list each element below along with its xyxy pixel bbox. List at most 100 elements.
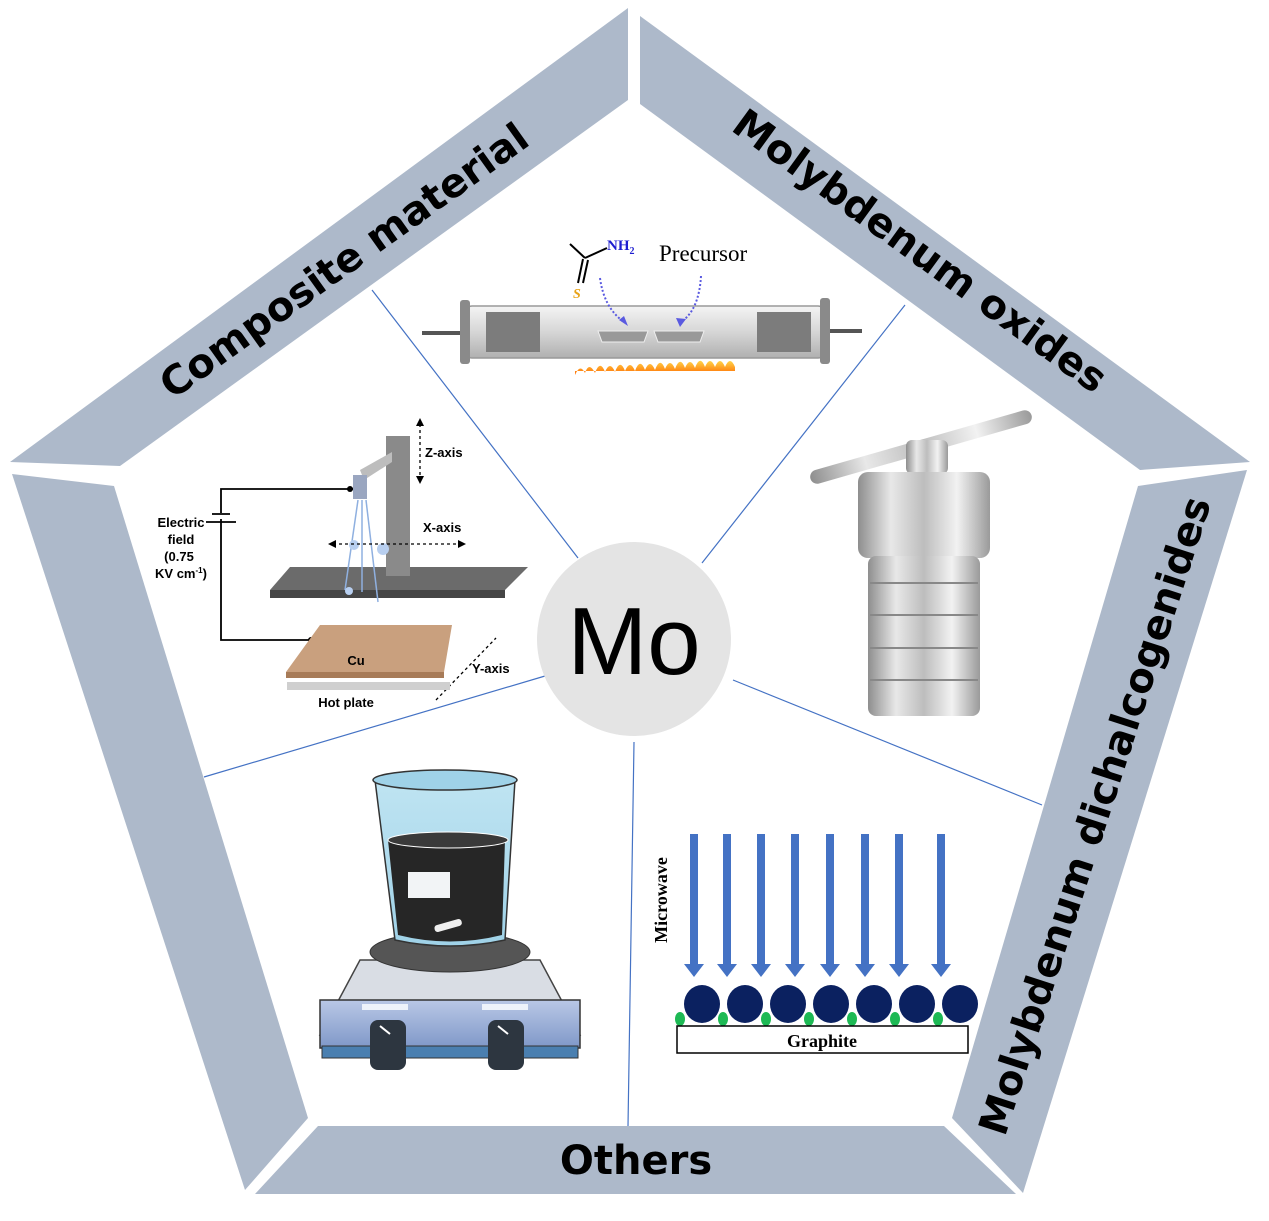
small-particle	[933, 1012, 943, 1026]
stirrer-display	[482, 1004, 528, 1010]
stir-bar	[434, 918, 462, 932]
arrowhead-2	[676, 318, 686, 327]
small-particle	[718, 1012, 728, 1026]
terminal-dot	[347, 486, 353, 492]
small-particle	[804, 1012, 814, 1026]
small-particle	[847, 1012, 857, 1026]
center-circle	[537, 542, 731, 736]
microwave-arrowhead	[751, 964, 771, 977]
microwave-arrowhead	[785, 964, 805, 977]
spoke-left	[203, 675, 546, 778]
tube-plug-left	[486, 312, 540, 352]
arrowhead	[416, 418, 424, 426]
circuit-wire	[220, 488, 353, 641]
stage-base-edge	[270, 590, 505, 598]
crucible-left	[597, 330, 649, 343]
microwave-arrowhead	[931, 964, 951, 977]
autoclave-cap	[858, 472, 990, 558]
stirrer-knob-right[interactable]	[488, 1020, 524, 1070]
microwave-arrow-shaft	[690, 834, 698, 966]
beaker-label	[408, 872, 450, 898]
thioacetamide-molecule: NH2 S	[569, 238, 635, 302]
precursor-label: Precursor	[659, 241, 747, 266]
label-dichalcogenides: Molybdenum dichalcogenides	[971, 491, 1221, 1140]
cu-label: Cu	[347, 653, 364, 668]
cu-substrate-edge	[286, 672, 444, 678]
microwave-arrow-shaft	[791, 834, 799, 966]
label-others: Others	[560, 1138, 712, 1184]
spoke-composite	[371, 289, 579, 559]
small-particle	[675, 1012, 685, 1026]
band-oxides	[640, 16, 1250, 470]
band-left	[12, 474, 308, 1190]
crucible-right	[653, 330, 705, 343]
knob-indicator	[497, 1025, 509, 1035]
mo-particle	[813, 985, 849, 1023]
tube-furnace-illustration: NH2 S Precursor	[422, 238, 862, 375]
arrowhead	[328, 540, 336, 548]
microwave-illustration: Graphite Microwave	[651, 834, 978, 1054]
small-particle	[761, 1012, 771, 1026]
y-axis-label: Y-axis	[472, 661, 510, 676]
mo-particle	[899, 985, 935, 1023]
microwave-arrowhead	[684, 964, 704, 977]
spoke-oxides	[701, 304, 906, 564]
microwave-arrow-shaft	[861, 834, 869, 966]
spoke-others	[627, 741, 635, 1127]
stirrer-body	[319, 999, 581, 1049]
stage-base	[270, 567, 528, 590]
tube-flange-left	[460, 300, 470, 364]
x-axis-label: X-axis	[423, 520, 461, 535]
spray-nozzle	[353, 475, 367, 499]
graphite-substrate	[676, 1025, 969, 1054]
tube-plug-right	[757, 312, 811, 352]
stirrer-illustration	[318, 769, 582, 1070]
microwave-arrows	[684, 834, 951, 977]
mo-particle	[684, 985, 720, 1023]
svg-text:field: field	[168, 532, 195, 547]
microwave-arrow-shaft	[895, 834, 903, 966]
stirrer-display	[362, 1004, 408, 1010]
autoclave-rings	[870, 582, 978, 681]
microwave-label: Microwave	[651, 857, 671, 943]
svg-text:(0.75: (0.75	[164, 549, 194, 564]
arrowhead	[416, 476, 424, 484]
arrowhead-1	[619, 316, 628, 326]
spoke-dichalcogenides	[732, 679, 1043, 806]
graphite-label: Graphite	[787, 1031, 857, 1051]
stage-arm	[360, 452, 392, 480]
droplet	[345, 587, 353, 595]
particle-row	[675, 985, 978, 1026]
arrowhead	[458, 540, 466, 548]
solution-surface	[387, 831, 509, 849]
knob-indicator	[379, 1025, 391, 1035]
svg-text:KV cm-1): KV cm-1)	[155, 566, 207, 581]
microwave-arrow-shaft	[757, 834, 765, 966]
center-label: Mo	[567, 588, 700, 695]
band-composite	[10, 8, 628, 466]
beaker-rim	[372, 769, 518, 791]
droplet	[349, 540, 359, 550]
cu-substrate	[286, 625, 452, 672]
droplet	[377, 543, 389, 555]
autoclave-illustration	[810, 410, 1032, 716]
electric-field-label: Electric field (0.75 KV cm-1)	[155, 515, 207, 581]
electrospray-illustration: Z-axis X-axis Y-axis Electric field (0.7…	[155, 418, 528, 710]
mo-particle	[727, 985, 763, 1023]
spokes	[203, 289, 1043, 1127]
band-dichalcogenides	[952, 470, 1247, 1193]
small-particle	[890, 1012, 900, 1026]
mo-particle	[942, 985, 978, 1023]
z-axis-label: Z-axis	[425, 445, 463, 460]
microwave-arrowhead	[889, 964, 909, 977]
microwave-arrow-shaft	[723, 834, 731, 966]
hot-plate	[287, 682, 450, 690]
stirrer-knob-left[interactable]	[370, 1020, 406, 1070]
mo-particle	[770, 985, 806, 1023]
band-others	[255, 1126, 1016, 1194]
autoclave-knob	[906, 440, 948, 474]
amine-label: NH2	[607, 238, 635, 257]
stirrer-base	[321, 1045, 579, 1059]
center-node: Mo	[537, 542, 731, 736]
